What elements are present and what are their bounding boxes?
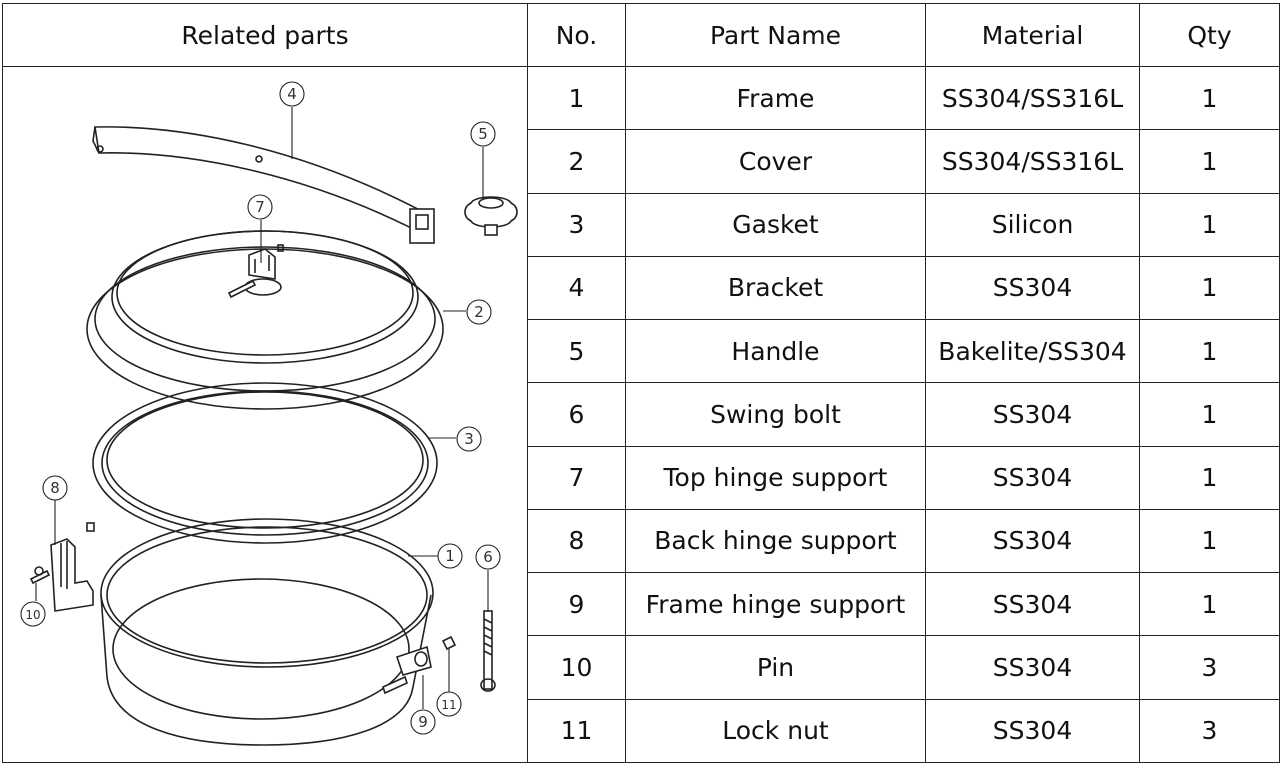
swing-bolt-drawing [480,610,496,692]
cover-drawing [86,230,444,410]
cell-no: 6 [527,382,626,447]
cell-part-name: Pin [625,635,926,700]
svg-text:6: 6 [483,548,493,566]
cell-part-name: Gasket [625,192,926,257]
svg-text:2: 2 [474,303,484,321]
table-row: 5 Handle Bakelite/SS304 1 [3,319,1280,384]
cell-material: SS304 [925,572,1140,637]
table-row: 4 5 7 2 [2,65,1280,763]
cell-part-name: Lock nut [625,698,926,764]
frame-drawing [100,518,434,746]
header-related-parts: Related parts [2,3,528,67]
cell-no: 10 [527,635,626,700]
svg-text:3: 3 [464,430,474,448]
cell-no: 8 [527,508,626,574]
callouts: 4 5 7 2 [20,81,501,735]
callout-6: 6 [475,544,501,570]
cell-no: 7 [527,445,626,510]
cell-qty: 3 [1139,698,1280,764]
callout-4: 4 [279,81,305,107]
cell-part-name: Handle [625,319,926,384]
cell-material: SS304 [925,635,1140,700]
cell-qty: 1 [1139,508,1280,574]
callout-7: 7 [247,194,273,220]
table-row: 7 Top hinge support SS304 1 [3,445,1280,510]
callout-10: 10 [20,601,46,627]
cell-part-name: Frame hinge support [625,572,926,637]
cell-part-name: Swing bolt [625,382,926,447]
cell-qty: 1 [1139,192,1280,257]
cell-no: 3 [527,192,626,257]
cell-no: 9 [527,572,626,637]
cell-material: Silicon [925,192,1140,257]
callout-2: 2 [466,299,492,325]
cell-no: 4 [527,255,626,321]
table-row: 6 Swing bolt SS304 1 [3,382,1280,447]
cell-part-name: Top hinge support [625,445,926,510]
cell-material: SS304/SS316L [925,129,1140,194]
cell-qty: 1 [1139,255,1280,321]
header-qty: Qty [1139,3,1280,67]
cell-no: 5 [527,319,626,384]
cell-material: SS304 [925,698,1140,764]
gasket-drawing [92,382,438,544]
header-row: Related parts No. Part Name Material Qty [2,3,1280,67]
callout-9: 9 [410,709,436,735]
cell-material: SS304/SS316L [925,65,1140,131]
back-hinge-drawing [29,522,95,612]
svg-text:9: 9 [418,713,428,731]
table-row: 4 Bracket SS304 1 [3,255,1280,321]
cell-qty: 1 [1139,65,1280,131]
header-part-name: Part Name [625,3,926,67]
svg-text:5: 5 [478,125,488,143]
svg-text:11: 11 [441,698,456,712]
cell-no: 11 [527,698,626,764]
cell-part-name: Frame [625,65,926,131]
cell-part-name: Back hinge support [625,508,926,574]
cell-material: SS304 [925,508,1140,574]
callout-5: 5 [470,121,496,147]
cell-no: 2 [527,129,626,194]
cell-material: SS304 [925,255,1140,321]
table-row: 11 Lock nut SS304 3 [3,698,1280,764]
cell-material: SS304 [925,445,1140,510]
manway-exploded-view-drawing: 4 5 7 2 [20,81,518,746]
cell-part-name: Cover [625,129,926,194]
cell-qty: 1 [1139,572,1280,637]
callout-3: 3 [456,426,482,452]
table-row: 8 Back hinge support SS304 1 [3,508,1280,574]
bracket-drawing [92,126,435,244]
cell-qty: 3 [1139,635,1280,700]
lock-nut-drawing [441,635,457,651]
parts-table: Related parts No. Part Name Material Qty [2,3,1280,764]
svg-text:8: 8 [50,479,60,497]
cell-qty: 1 [1139,382,1280,447]
callout-8: 8 [42,475,68,501]
cell-qty: 1 [1139,319,1280,384]
header-material: Material [925,3,1140,67]
table-row: 3 Gasket Silicon 1 [3,192,1280,257]
cell-part-name: Bracket [625,255,926,321]
svg-text:1: 1 [445,547,455,565]
svg-text:4: 4 [287,85,297,103]
handle-drawing [464,196,518,236]
cell-qty: 1 [1139,129,1280,194]
cell-qty: 1 [1139,445,1280,510]
cell-material: SS304 [925,382,1140,447]
leader-lines [35,107,489,709]
callout-11: 11 [436,691,462,717]
svg-text:7: 7 [255,198,265,216]
exploded-diagram: 4 5 7 2 [2,66,528,763]
callout-1: 1 [437,543,463,569]
cell-material: Bakelite/SS304 [925,319,1140,384]
svg-text:10: 10 [25,608,40,622]
cell-no: 1 [527,65,626,131]
table-row: 9 Frame hinge support SS304 1 [3,572,1280,637]
header-no: No. [527,3,626,67]
